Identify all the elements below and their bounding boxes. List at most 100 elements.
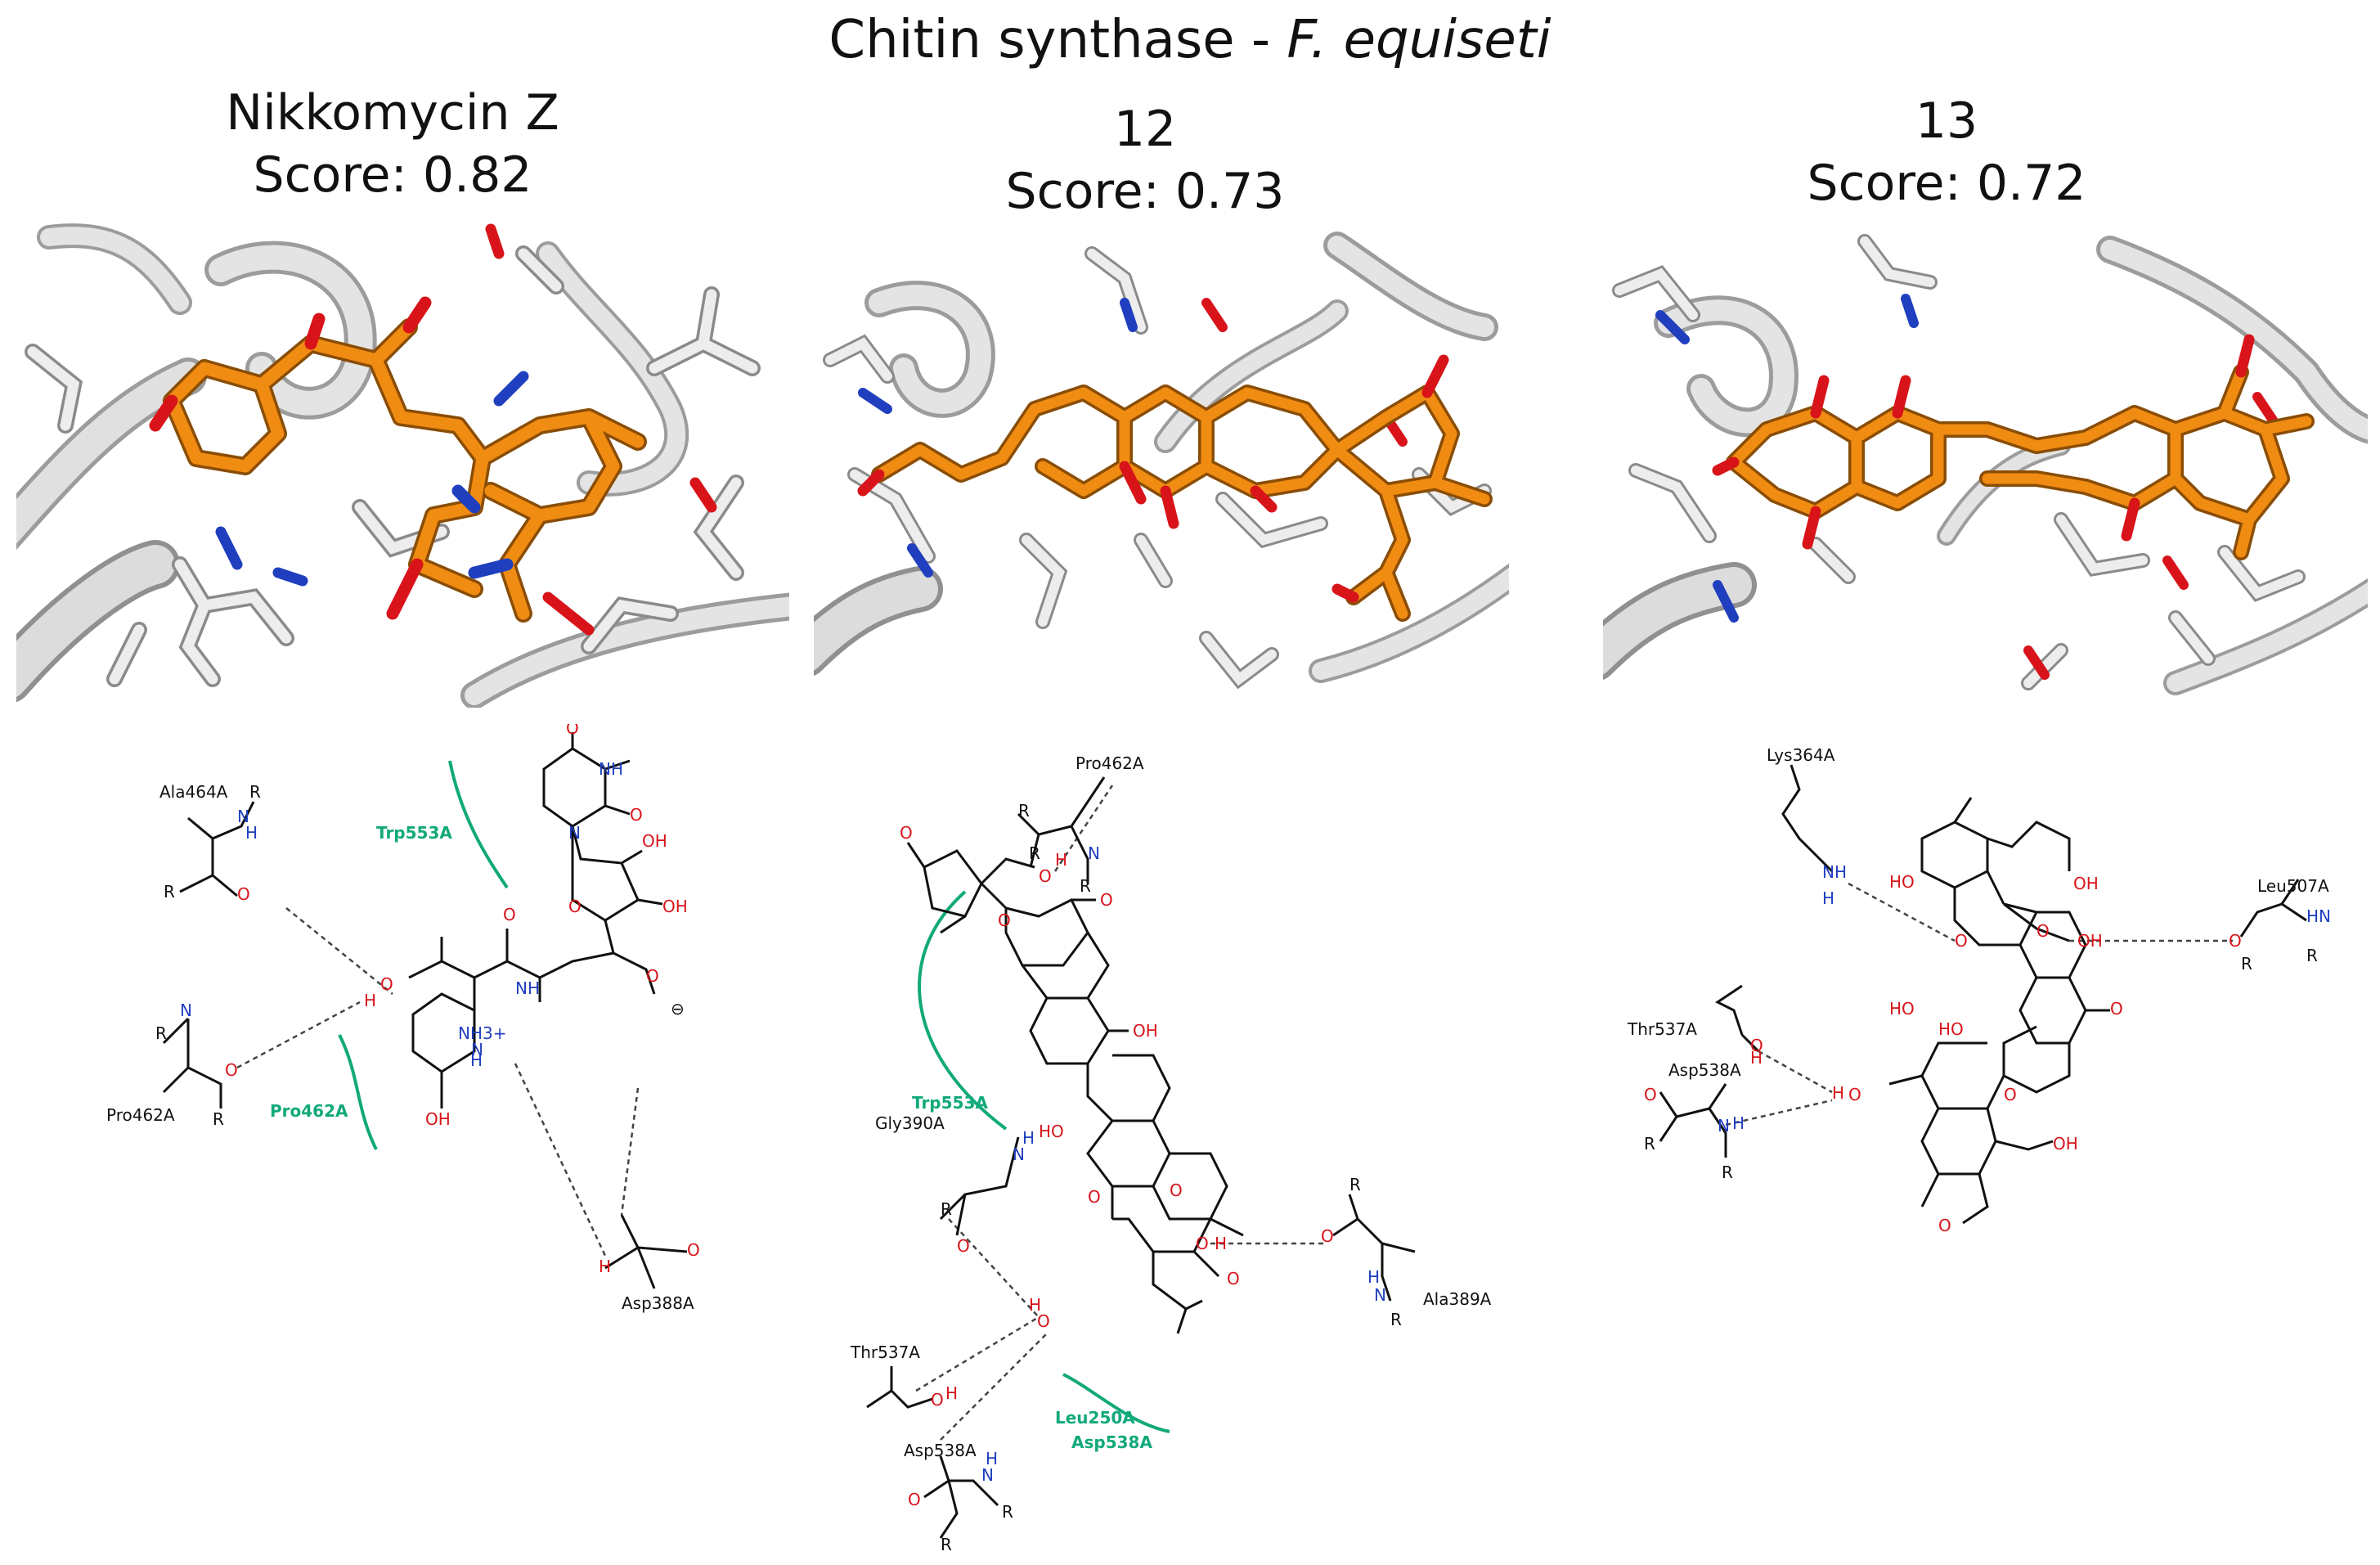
atom-o: O [2229, 931, 2242, 951]
contact-arc-trp553 [918, 890, 1008, 1131]
atom-nh3: NH3+ [458, 1023, 506, 1043]
atom-oh: OH [1133, 1021, 1158, 1041]
residue-label-thr537: Thr537A [850, 1342, 920, 1362]
atom-r: R [941, 1535, 952, 1554]
ligand-13 [1712, 334, 2315, 560]
atom-o: O [2110, 999, 2123, 1019]
residue-label-pro462-contact: Pro462A [270, 1101, 348, 1121]
atom-hn: HN [2306, 906, 2331, 926]
atom-o: O [566, 724, 579, 738]
ligand-nikkomycin-z [149, 296, 647, 623]
ligand-bonds [866, 776, 1416, 1539]
atom-h: H [1732, 1113, 1745, 1133]
hbond-lines [236, 907, 640, 1257]
residue-label-asp538: Asp538A [1668, 1060, 1741, 1080]
atom-r: R [213, 1109, 224, 1129]
atom-r: R [1018, 801, 1030, 821]
panel-2-score: Score: 0.73 [1005, 163, 1285, 220]
atom-r: R [1722, 1163, 1733, 1182]
atom-o: O [2004, 1085, 2017, 1104]
panel-1-interaction-diagram: O NH O N OH OH O O ⊖ O NH H O NH3+ H N O… [98, 724, 802, 1313]
panel-3-score: Score: 0.72 [1807, 155, 2086, 212]
residue-label-trp553: Trp553A [376, 823, 452, 843]
atom-oh: OH [2077, 931, 2103, 951]
atom-h: H [1367, 1267, 1380, 1287]
atom-n: N [237, 807, 249, 826]
atom-o: O [568, 897, 582, 916]
atom-o: O [225, 1060, 238, 1080]
residue-label-trp553: Trp553A [912, 1093, 988, 1113]
atom-h: H [945, 1383, 958, 1403]
ligand-bonds [162, 732, 688, 1289]
atom-o: O [1321, 1226, 1334, 1246]
atom-o: O [1170, 1180, 1183, 1200]
panel-1-3d-render [16, 221, 789, 708]
atom-o: O [1037, 1311, 1050, 1331]
atom-oh: OH [2073, 874, 2099, 893]
protein-sticks [1612, 234, 2306, 690]
atom-o: O [380, 974, 393, 994]
atom-oh: OH [642, 831, 667, 851]
residue-label-ala464: Ala464A [159, 782, 228, 802]
atom-n: N [180, 1001, 192, 1020]
panel-2-interaction-diagram: O O H O O OH HO O O O H H O O R R N R H … [818, 744, 1538, 1554]
figure-title-species: F. equiseti [1287, 10, 1551, 70]
atom-oh: OH [2053, 1134, 2078, 1154]
atom-h: H [1055, 850, 1067, 870]
residue-label-asp538: Asp538A [904, 1441, 977, 1460]
panel-3-heading: 13 Score: 0.72 [1701, 90, 2192, 214]
panel-2-3d-render [814, 229, 1509, 720]
atom-oh: OH [662, 897, 688, 916]
atom-o: O [1100, 890, 1113, 910]
atom-h: H [1822, 888, 1834, 908]
residue-label-asp388: Asp388A [622, 1293, 694, 1313]
contact-arc-leu250 [1062, 1373, 1170, 1433]
atom-ho: HO [1938, 1019, 1964, 1039]
atom-labels: O O H O O OH HO O O O H H O O R R N R H … [900, 801, 1402, 1554]
panel-1-score: Score: 0.82 [253, 146, 532, 204]
panel-2-heading: 12 Score: 0.73 [900, 98, 1390, 223]
atom-labels: NH H O O HO OH OH HO O HO OH O H O O O H… [1644, 862, 2331, 1235]
atom-labels: O NH O N OH OH O O ⊖ O NH H O NH3+ H N O… [155, 724, 700, 1276]
atom-o: O [1088, 1187, 1101, 1207]
atom-n: N [1374, 1285, 1386, 1305]
atom-o: O [908, 1490, 921, 1509]
atom-r: R [1349, 1175, 1361, 1194]
atom-h: H [470, 1050, 483, 1070]
contact-arc-trp553 [448, 760, 509, 889]
atom-r: R [1002, 1502, 1013, 1522]
atom-o: O [998, 911, 1011, 930]
panel-1-heading: Nikkomycin Z Score: 0.82 [147, 82, 638, 206]
atom-o: O [1750, 1036, 1763, 1055]
residue-label-leu250: Leu250A [1055, 1408, 1135, 1428]
atom-r: R [2306, 946, 2318, 965]
atom-r: R [941, 1199, 952, 1219]
atom-ho: HO [1889, 999, 1915, 1019]
atom-o: O [900, 823, 913, 843]
atom-h: H [364, 991, 376, 1010]
panel-1-ligand-name: Nikkomycin Z [226, 84, 559, 142]
figure-title: Chitin synthase - F. equiseti [0, 10, 2380, 70]
atom-h: H [1750, 1048, 1763, 1068]
atom-n: N [1088, 843, 1100, 863]
atom-o: O [1039, 866, 1052, 886]
atom-o: O [1938, 1216, 1951, 1235]
atom-h: H [1215, 1234, 1227, 1253]
atom-o: O [1227, 1269, 1240, 1288]
panel-3-ligand-name: 13 [1915, 92, 1978, 150]
atom-n: N [1013, 1145, 1025, 1164]
atom-o: O [503, 905, 516, 924]
residue-label-ala389: Ala389A [1423, 1289, 1492, 1309]
figure-title-main: Chitin synthase - [829, 10, 1287, 70]
panel-3-interaction-diagram: NH H O O HO OH OH HO O HO OH O H O O O H… [1611, 740, 2364, 1280]
contact-arc-pro462 [338, 1034, 378, 1150]
atom-h: H [599, 1257, 611, 1276]
atom-r: R [249, 782, 261, 802]
atom-h: H [1832, 1083, 1844, 1103]
atom-o: O [1196, 1234, 1209, 1253]
atom-o: O [957, 1236, 970, 1256]
atom-o: O [1955, 931, 1968, 951]
hbond-lines [915, 785, 1325, 1441]
atom-o: O [687, 1240, 700, 1260]
atom-o: O [2036, 921, 2050, 941]
